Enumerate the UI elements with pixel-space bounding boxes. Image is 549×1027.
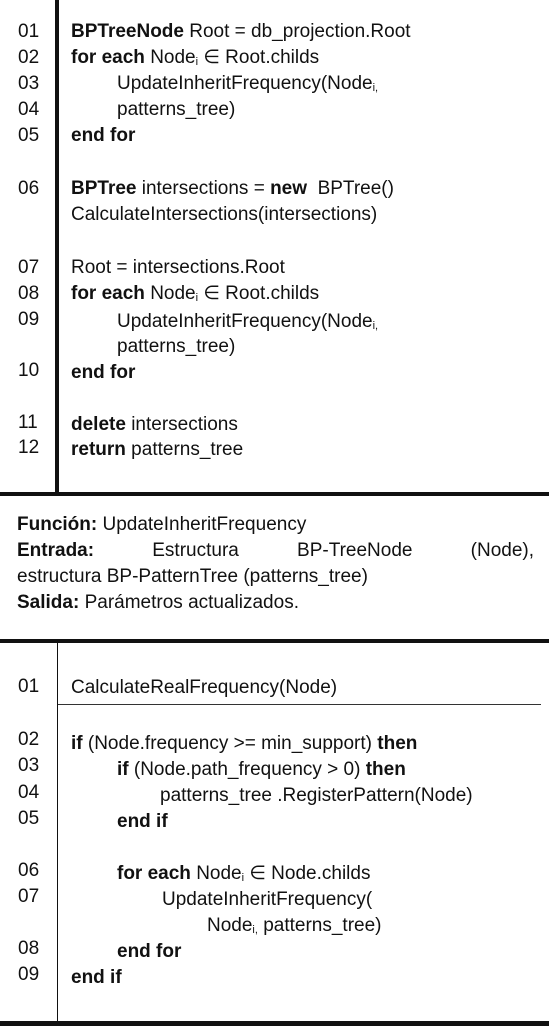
code-text: ∈ Node.childs [244,863,371,884]
function-output: Salida: Parámetros actualizados. [17,590,534,616]
keyword: end if [71,967,122,988]
function-label: Función: [17,514,98,535]
code-line: if (Node.path_frequency > 0) then [117,759,406,781]
subscript: i, [252,924,258,936]
code-text: intersections = [136,178,271,199]
code-line: for each Nodei ∈ Root.childs [71,283,319,309]
line-number: 08 [18,938,40,959]
code-text: UpdateInheritFrequency(Node [117,311,373,332]
code-text: Node [144,47,196,68]
code-text: UpdateInheritFrequency(Node [117,73,373,94]
keyword: end for [71,362,136,383]
keyword: return [71,439,126,460]
function-input: Entrada: Estructura BP-TreeNode (Node), [17,538,534,564]
code-line: UpdateInheritFrequency( [162,889,373,910]
line-number: 09 [18,964,40,985]
code-line: CalculateRealFrequency(Node) [71,677,338,698]
line-number: 04 [18,782,40,803]
code-text: ∈ Root.childs [198,283,320,304]
line-number: 10 [18,360,40,381]
code-text: patterns_tree) [257,915,382,936]
input-label: Entrada: [17,540,95,561]
line-number: 02 [18,47,40,68]
line-number: 01 [18,676,40,697]
code-line: UpdateInheritFrequency(Nodei, [117,73,378,99]
input-value: BP-TreeNode [297,540,413,561]
code-text: Node [144,283,196,304]
code-line: for each Nodei ∈ Root.childs [71,47,319,73]
line-number: 07 [18,257,40,278]
function-name: Función: UpdateInheritFrequency [17,512,534,538]
code-text: Root = db_projection.Root [183,21,411,42]
code-line: for each Nodei ∈ Node.childs [117,863,370,889]
line-number: 01 [18,21,40,42]
line-number: 02 [18,729,40,750]
line-number: 03 [18,73,40,94]
input-value: Estructura [152,540,239,561]
code-line: delete intersections [71,414,238,436]
line-number: 12 [18,437,40,458]
line-number: 04 [18,99,40,120]
line-number: 07 [18,886,40,907]
listing2-bottom-rule [0,1021,549,1026]
listing2-divider [57,643,58,1023]
code-text: (Node.frequency >= min_support) [82,733,378,754]
code-text: ∈ Root.childs [198,47,320,68]
listing1-bottom-rule [0,492,549,496]
line-number: 05 [18,125,40,146]
line-number: 03 [18,755,40,776]
listing1-divider [55,0,59,496]
keyword: then [365,759,406,780]
code-text: BPTree() [307,178,394,199]
line-number: 05 [18,808,40,829]
listing2-separator [58,704,541,705]
keyword: delete [71,414,126,435]
code-line: patterns_tree .RegisterPattern(Node) [160,785,473,806]
keyword: end for [71,125,136,146]
input-value: (Node), [470,540,535,561]
keyword: for each [71,283,145,304]
output-value: Parámetros actualizados. [79,592,299,613]
keyword: then [377,733,418,754]
keyword: new [270,178,308,199]
subscript: i [195,56,199,68]
output-label: Salida: [17,592,80,613]
listing2-top-rule [0,639,549,643]
subscript: i [195,292,199,304]
code-line: BPTreeNode Root = db_projection.Root [71,21,411,43]
code-line: patterns_tree) [117,336,236,357]
code-line: CalculateIntersections(intersections) [71,204,378,225]
code-text: Node [207,915,253,936]
keyword: for each [117,863,191,884]
line-number: 08 [18,283,40,304]
function-input-continued: estructura BP-PatternTree (patterns_tree… [17,566,368,587]
code-line: return patterns_tree [71,439,243,461]
keyword: BPTreeNode [71,21,184,42]
function-value: UpdateInheritFrequency [97,514,307,535]
keyword: if [117,759,129,780]
line-number: 06 [18,860,40,881]
code-line: UpdateInheritFrequency(Nodei, [117,311,378,337]
keyword: end if [117,811,168,832]
code-line: BPTree intersections = new BPTree() [71,178,394,200]
code-text: Node [190,863,242,884]
keyword: for each [71,47,145,68]
code-line: patterns_tree) [117,99,236,120]
keyword: BPTree [71,178,137,199]
keyword: end for [117,941,182,962]
code-text: patterns_tree [125,439,244,460]
code-text: intersections [125,414,238,435]
subscript: i, [372,320,379,332]
code-line: if (Node.frequency >= min_support) then [71,733,417,755]
subscript: i, [372,82,379,94]
line-number: 09 [18,309,40,330]
keyword: if [71,733,83,754]
line-number: 06 [18,178,40,199]
subscript: i [241,872,245,884]
code-line: Root = intersections.Root [71,257,285,278]
code-text: (Node.path_frequency > 0) [128,759,366,780]
line-number: 11 [18,412,38,433]
code-line: Nodei, patterns_tree) [207,915,382,941]
